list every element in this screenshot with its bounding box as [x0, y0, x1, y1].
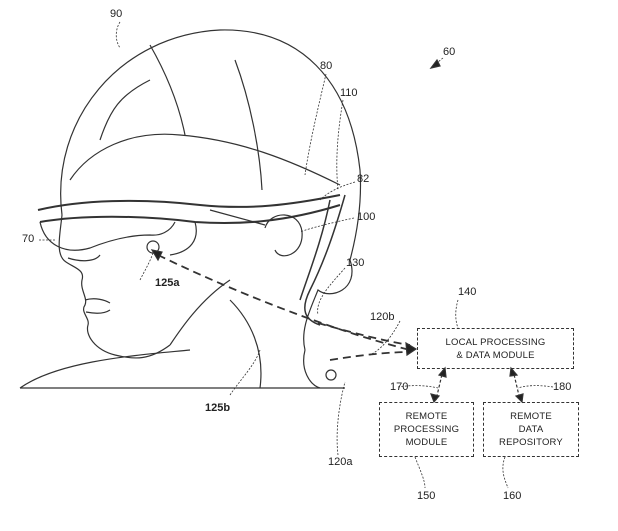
local-processing-data-module: LOCAL PROCESSING & DATA MODULE	[417, 328, 574, 369]
remote-processing-module: REMOTE PROCESSING MODULE	[379, 402, 474, 457]
ref-82: 82	[357, 173, 370, 185]
ref-140: 140	[458, 286, 477, 298]
box-text: REMOTE	[510, 411, 552, 422]
link-125a	[157, 254, 411, 351]
system-arrow	[429, 58, 441, 69]
arrowhead	[150, 249, 163, 262]
box-text: PROCESSING	[393, 424, 460, 435]
ref-60: 60	[443, 46, 456, 58]
ref-90: 90	[110, 8, 123, 20]
box-text: LOCAL PROCESSING	[445, 336, 546, 348]
face-profile	[58, 214, 171, 359]
ref-130: 130	[346, 257, 365, 269]
ref-150: 150	[417, 490, 436, 502]
ref-120a: 120a	[328, 456, 353, 468]
ref-180: 180	[553, 381, 572, 393]
ear	[264, 214, 303, 257]
arrowhead	[405, 341, 418, 357]
link-130-a	[317, 322, 411, 346]
box-text: REMOTE	[405, 411, 448, 422]
temple-arm	[169, 209, 266, 256]
ref-100: 100	[357, 211, 376, 223]
lips	[84, 298, 111, 314]
box-text: DATA	[518, 424, 544, 435]
box-text: REPOSITORY	[499, 437, 563, 448]
neckline	[229, 299, 262, 389]
sensor-120a	[325, 369, 337, 381]
neck	[169, 279, 321, 389]
box-text: MODULE	[405, 437, 448, 448]
link-130-b	[329, 351, 411, 361]
ref-160: 160	[503, 490, 522, 502]
shoulders	[19, 349, 345, 389]
ref-120b: 120b	[370, 311, 395, 323]
head-outline	[60, 29, 362, 351]
ref-125a: 125a	[155, 277, 180, 289]
ref-110: 110	[340, 87, 358, 99]
hair-lines	[99, 44, 263, 191]
ref-80: 80	[320, 60, 333, 72]
scalp-line	[69, 133, 341, 186]
lens	[39, 221, 176, 251]
remote-data-repository: REMOTE DATA REPOSITORY	[483, 402, 579, 457]
ref-170: 170	[390, 381, 409, 393]
ref-125b: 125b	[205, 402, 231, 414]
nose	[67, 254, 101, 262]
ref-70: 70	[22, 233, 35, 245]
box-text: & DATA MODULE	[456, 349, 535, 361]
